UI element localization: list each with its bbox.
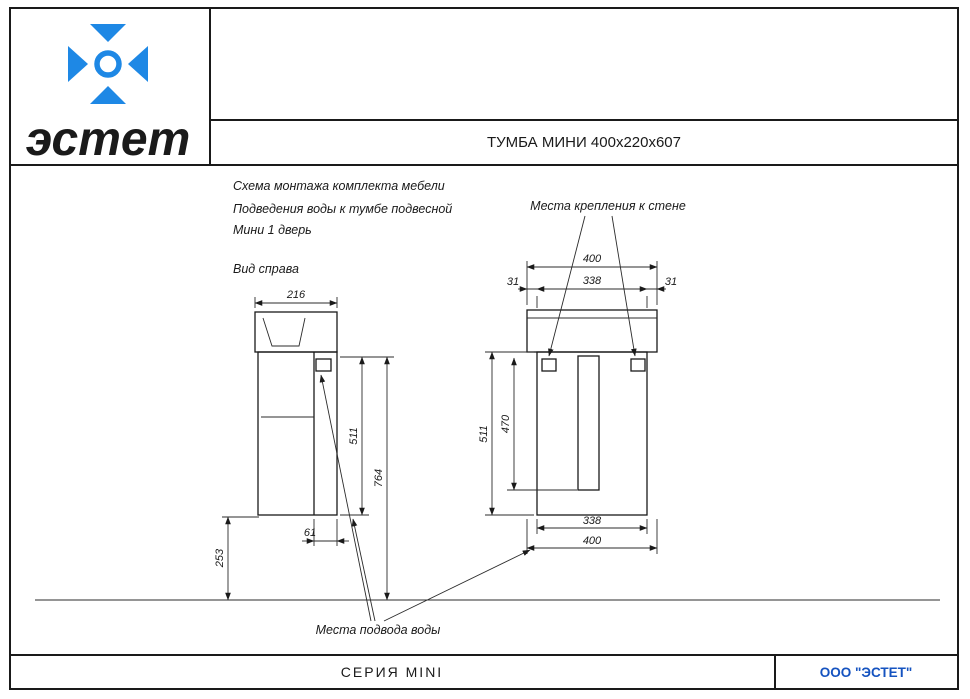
front-cabinet-body: [536, 351, 648, 516]
note-line-2: Подведения воды к тумбе подвесной: [233, 202, 452, 216]
svg-text:31: 31: [665, 276, 677, 288]
front-mount-bracket-left: [541, 358, 557, 372]
side-cabinet-body: [257, 351, 338, 516]
note-line-1: Схема монтажа комплекта мебели: [233, 179, 445, 193]
dim-front-width-bottom: 400: [526, 519, 658, 554]
title-block-footer: СЕРИЯ MINI ООО "ЭСТЕТ": [341, 664, 912, 680]
svg-text:216: 216: [286, 289, 306, 301]
company-name: ООО "ЭСТЕТ": [820, 665, 913, 680]
side-mount-bracket: [315, 358, 332, 372]
wall-mount-callout: Места крепления к стене: [530, 199, 686, 357]
dim-front-inner-width-bottom: 338: [536, 515, 648, 534]
series-label: СЕРИЯ MINI: [341, 664, 443, 680]
svg-text:338: 338: [583, 275, 602, 287]
dim-side-depth: 216: [254, 289, 338, 308]
svg-text:400: 400: [583, 535, 602, 547]
svg-text:511: 511: [478, 425, 490, 443]
svg-text:338: 338: [583, 515, 602, 527]
water-supply-label: Места подвода воды: [316, 623, 441, 637]
water-supply-callout: Места подвода воды: [316, 374, 531, 637]
front-view: 400 31 338 31 511 470: [478, 253, 677, 554]
dim-side-body-height: 511: [340, 356, 394, 516]
brand-logo: эсmem: [26, 24, 191, 166]
svg-text:511: 511: [348, 427, 360, 445]
logo-arrow-right-icon: [128, 46, 148, 82]
front-sink-outline: [526, 309, 658, 353]
note-line-3: Мини 1 дверь: [233, 223, 312, 237]
dim-front-margins-row: 31 338 31: [507, 275, 677, 308]
svg-text:31: 31: [507, 276, 519, 288]
wall-mount-label: Места крепления к стене: [530, 199, 686, 213]
annotation-notes: Схема монтажа комплекта мебели Подведени…: [233, 179, 452, 276]
drawing-title: ТУМБА МИНИ 400x220x607: [487, 134, 681, 151]
dim-front-inner-height: 470: [500, 357, 577, 491]
svg-text:764: 764: [373, 469, 385, 487]
side-view: 216 511 764 253 61: [214, 289, 394, 601]
logo-arrow-left-icon: [68, 46, 88, 82]
side-sink-bowl: [262, 317, 306, 347]
front-mount-bracket-right: [630, 358, 646, 372]
front-drain-channel: [577, 355, 600, 491]
svg-text:253: 253: [214, 548, 226, 568]
logo-ring-icon: [94, 50, 122, 78]
svg-text:61: 61: [304, 527, 316, 539]
dim-front-body-height: 511: [478, 351, 534, 516]
svg-text:400: 400: [583, 253, 602, 265]
svg-text:470: 470: [500, 414, 512, 433]
side-view-label: Вид справа: [233, 262, 299, 276]
brand-logotype: эсmem: [26, 113, 191, 166]
dim-side-bottom-height: 253: [214, 516, 259, 601]
dim-side-wall-gap: 61: [302, 519, 349, 546]
sheet-frame: [9, 7, 959, 690]
dim-front-width-top: 400: [526, 253, 658, 305]
logo-arrow-top-icon: [90, 24, 126, 42]
logo-arrow-bottom-icon: [90, 86, 126, 104]
dim-side-total-height: 764: [373, 356, 390, 601]
